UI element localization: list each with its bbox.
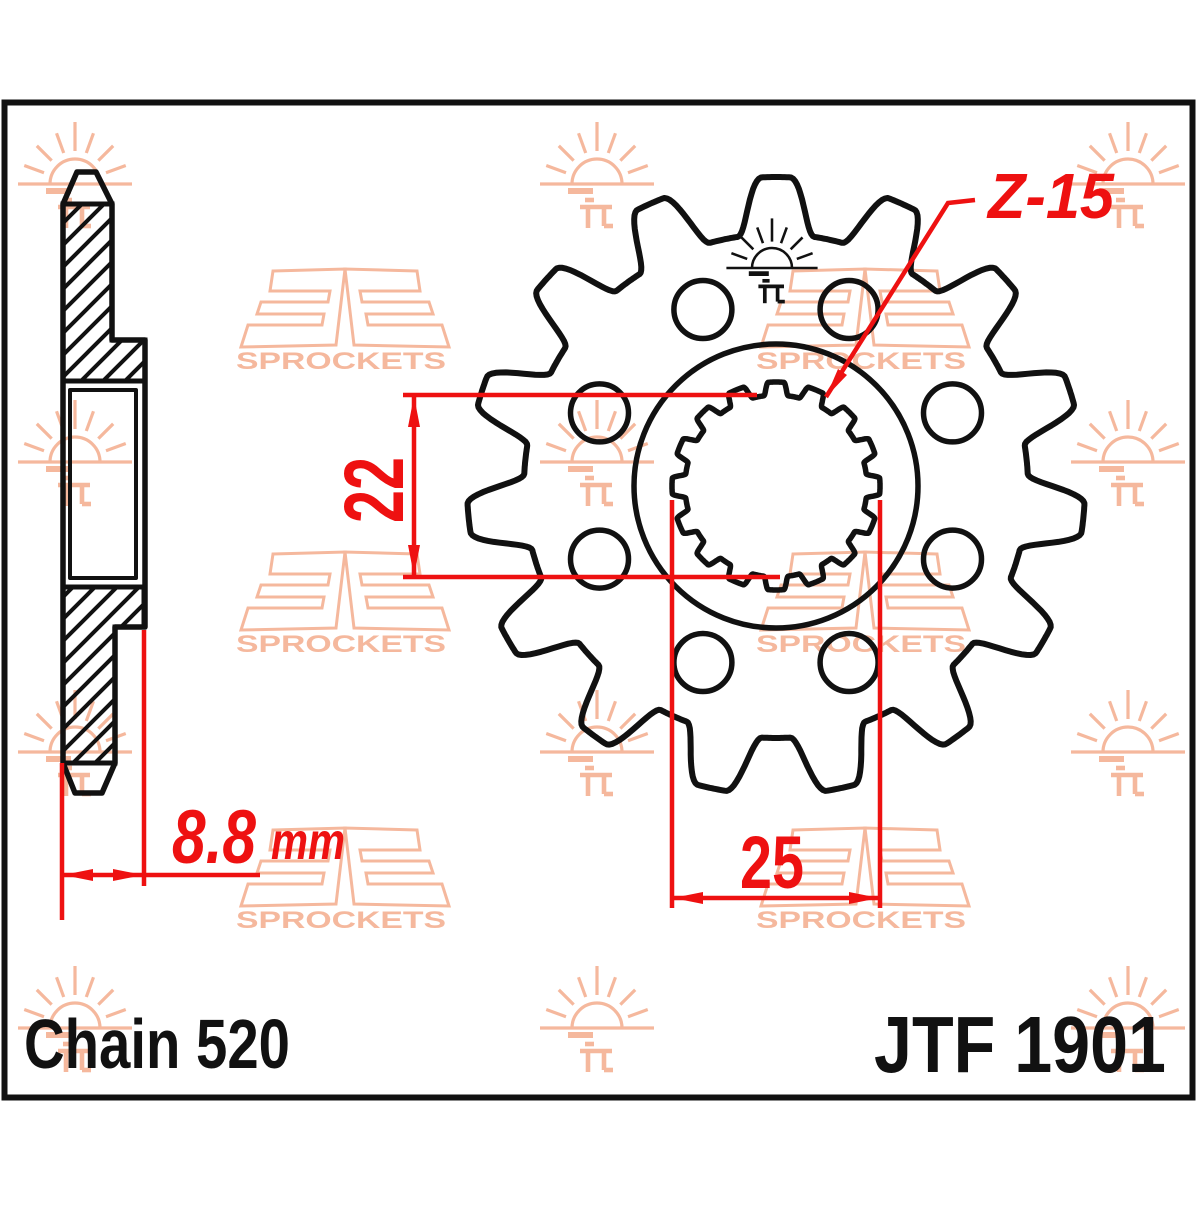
jt-sprockets-logo-watermark: SPROCKETS [236,550,452,658]
sprocket-teeth-outline [464,174,1088,794]
jt-sun-watermark [540,122,654,229]
lightening-hole [817,277,881,342]
lightening-hole [567,527,632,591]
jt-sprockets-wordmark: SPROCKETS [236,631,446,658]
jt-sprockets-logo-watermark: SPROCKETS [756,826,972,934]
section-bore [68,388,138,580]
jt-sun-logo-black [726,218,818,304]
section-hatch-upper [60,201,148,384]
part-number-label: JTF 1901 [874,1000,1166,1089]
dim-bore-height-label: 22 [327,457,421,523]
jt-sprockets-wordmark: SPROCKETS [236,907,446,934]
watermarks: SPROCKETSSPROCKETSSPROCKETSSPROCKETSSPRO… [18,122,1185,1073]
lightening-hole [920,527,985,591]
jt-sprockets-logo-watermark: SPROCKETS [236,826,452,934]
teeth-count-callout: Z-15 [986,160,1115,232]
lightening-hole [671,277,735,342]
jt-sprockets-logo-watermark: SPROCKETS [236,267,452,375]
dim-thickness-label: 8.8 [172,795,257,880]
dim-thickness-unit-label: mm [271,813,345,871]
chain-size-label: Chain 520 [24,1005,290,1083]
jt-sun-watermark [540,966,654,1073]
splined-bore [669,379,883,593]
jt-sun-watermark [1071,690,1185,797]
jt-sun-watermark [18,966,132,1073]
jt-sprockets-wordmark: SPROCKETS [756,907,966,934]
jt-sprockets-wordmark: SPROCKETS [236,348,446,375]
lightening-hole [920,381,985,445]
lightening-hole [567,381,632,445]
jt-sun-watermark [1071,122,1185,229]
jt-sun-watermark-black [726,218,818,304]
dim-bore-width-label: 25 [740,821,804,904]
jt-sun-watermark [1071,400,1185,507]
technical-drawing [60,169,1088,796]
jt-sun-watermark [1071,966,1185,1073]
dimension-annotations [59,197,976,920]
labels: 22 25 8.8 mm Z-15 Chain 520 JTF 1901 [24,160,1166,1089]
hub-circle [631,341,921,631]
drawing-frame [1,99,1196,1101]
jt-sun-watermark [540,400,654,507]
